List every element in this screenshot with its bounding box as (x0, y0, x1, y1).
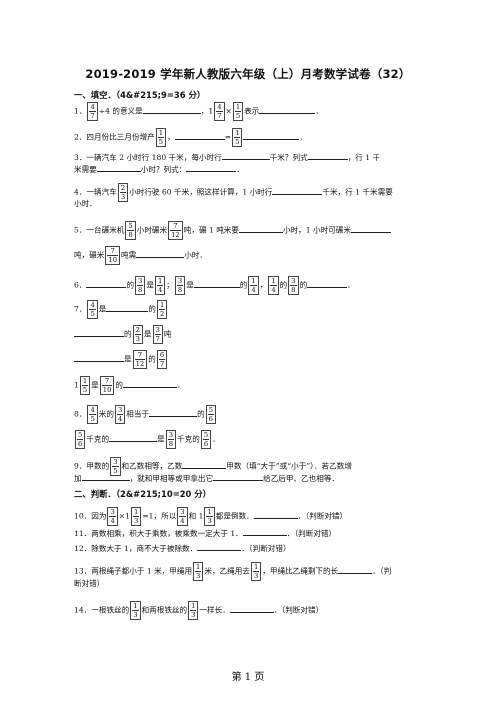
answer-blank[interactable] (259, 105, 316, 114)
page-footer: 第 1 页 (231, 672, 265, 683)
answer-blank[interactable] (213, 472, 264, 481)
answer-blank[interactable] (182, 460, 227, 469)
answer-blank[interactable] (174, 131, 225, 140)
answer-blank[interactable] (106, 303, 149, 312)
section-judge: 二、判断．（2&#215;10=20 分） (74, 489, 212, 499)
answer-blank[interactable] (272, 186, 323, 195)
answer-blank[interactable] (86, 279, 127, 288)
answer-blank[interactable] (136, 249, 185, 258)
answer-blank[interactable] (123, 379, 178, 388)
answer-blank[interactable] (81, 472, 130, 481)
question-11: 11．两数相乘，积大于乘数，被乘数一定大于 1．．（判断对错） (74, 527, 337, 538)
answer-blank[interactable] (96, 163, 141, 172)
answer-blank[interactable] (74, 328, 124, 337)
answer-blank[interactable] (307, 279, 348, 288)
question-3: 3．一辆汽车 2 小时行 180 千米，每小时行千米？列式，行 1 千 (74, 151, 381, 162)
answer-blank[interactable] (351, 224, 391, 233)
answer-blank[interactable] (229, 604, 274, 613)
answer-blank[interactable] (193, 279, 240, 288)
question-12: 12．除数大于 1，商不大于被除数．．（判断对错） (74, 542, 291, 553)
question-13-cont: 断对错） (74, 579, 105, 588)
answer-blank[interactable] (243, 131, 300, 140)
question-9-cont: 加，就和甲相等或甲拿出它给乙后甲、乙也相等． (74, 472, 340, 483)
answer-blank[interactable] (307, 151, 348, 160)
answer-blank[interactable] (221, 151, 270, 160)
section-fill-in: 一、填空．（4&#215;9=36 分） (74, 90, 206, 100)
question-3-cont: 米需要小时？列式：． (74, 163, 244, 174)
answer-blank[interactable] (74, 353, 124, 362)
question-4-cont: 小时． (74, 199, 97, 208)
answer-blank[interactable] (239, 224, 283, 233)
answer-blank[interactable] (242, 527, 287, 536)
answer-blank[interactable] (253, 510, 298, 519)
answer-blank[interactable] (109, 433, 158, 442)
answer-blank[interactable] (149, 408, 198, 417)
answer-blank[interactable] (338, 565, 373, 574)
page-title: 2019-2019 学年新人教版六年级（上）月考数学试卷（32） (85, 67, 411, 81)
answer-blank[interactable] (186, 163, 237, 172)
answer-blank[interactable] (197, 542, 242, 551)
answer-blank[interactable] (142, 105, 201, 114)
